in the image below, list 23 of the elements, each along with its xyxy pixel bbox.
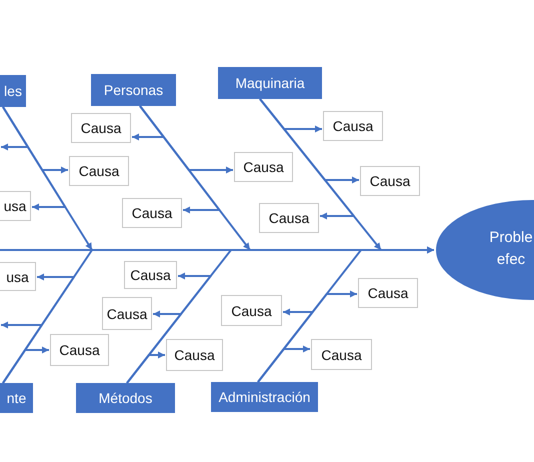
cause-box: Causa xyxy=(323,111,383,141)
cause-box: Causa xyxy=(122,198,182,228)
category-box: Administración xyxy=(211,382,318,412)
cause-box: Causa xyxy=(259,203,319,233)
arrow xyxy=(257,246,434,383)
category-box: nte xyxy=(0,383,33,413)
category-box: les xyxy=(0,75,26,107)
cause-box: Causa xyxy=(311,339,372,370)
category-box: Personas xyxy=(91,74,176,106)
cause-box: Causa xyxy=(69,156,129,186)
cause-box: Causa xyxy=(166,339,223,371)
cause-box: usa xyxy=(0,262,36,291)
cause-box: Causa xyxy=(360,166,420,196)
cause-box: Causa xyxy=(124,261,177,289)
cause-box: Causa xyxy=(50,334,109,366)
category-box: Métodos xyxy=(76,383,175,413)
cause-box: Causa xyxy=(358,278,418,308)
cause-box: Causa xyxy=(102,297,152,330)
cause-box: Causa xyxy=(71,113,131,143)
cause-box: usa xyxy=(0,191,31,221)
cause-box: Causa xyxy=(234,152,293,182)
cause-box: Causa xyxy=(221,295,282,326)
category-box: Maquinaria xyxy=(218,67,322,99)
